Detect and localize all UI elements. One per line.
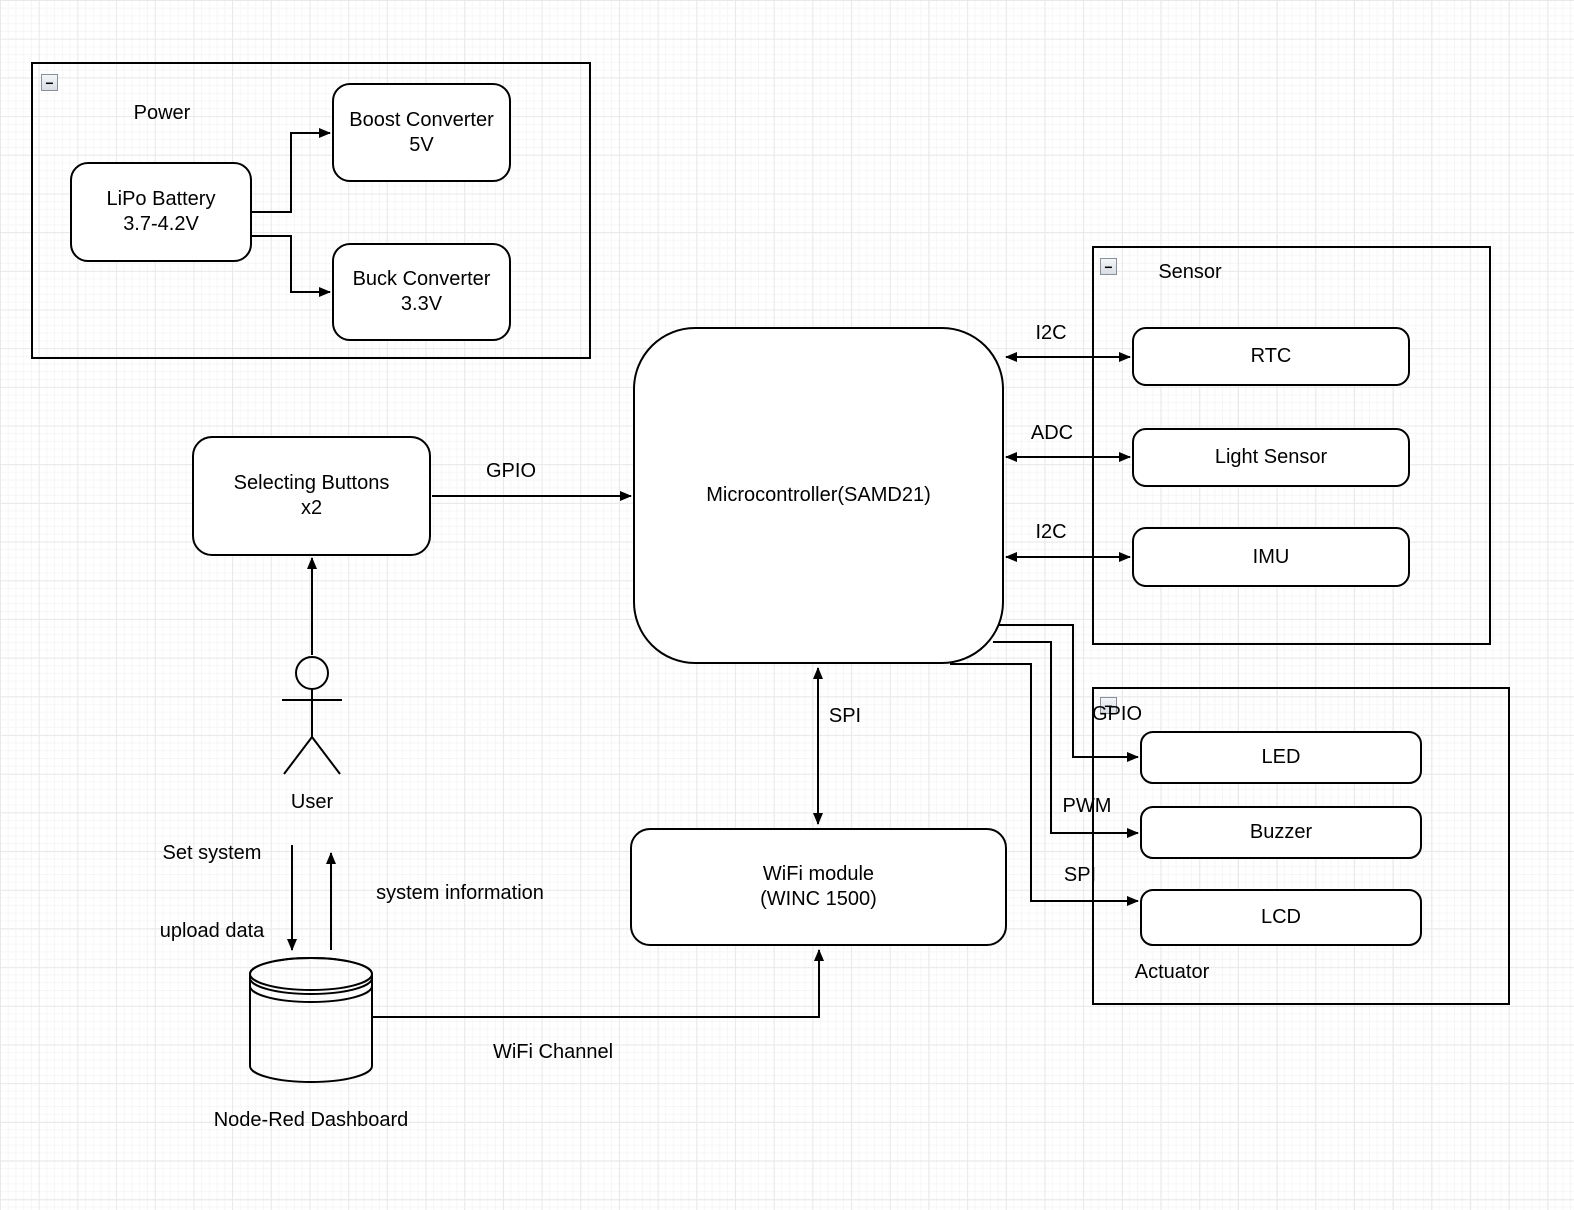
edge-label-pwm-buzzer: PWM [1062,795,1112,817]
node-label: 3.3V [400,293,443,315]
node-lipo-battery[interactable]: LiPo Battery 3.7-4.2V [70,162,252,262]
node-label: WiFi module [762,863,875,885]
node-label: 3.7-4.2V [123,213,199,235]
minus-icon: − [45,74,54,91]
dashboard-label: Node-Red Dashboard [213,1109,409,1131]
node-selecting-buttons[interactable]: Selecting Buttons x2 [192,436,431,556]
node-label: Microcontroller(SAMD21) [706,484,931,506]
node-microcontroller[interactable]: Microcontroller(SAMD21) [633,327,1004,664]
node-led[interactable]: LED [1140,731,1422,784]
node-label: Buck Converter [352,268,491,290]
user-label: User [290,791,334,813]
edge-label-wifi-channel: WiFi Channel [492,1041,614,1063]
edge-label-gpio-led: GPIO [1091,703,1143,725]
group-label-sensor: Sensor [1158,261,1222,283]
node-imu[interactable]: IMU [1132,527,1410,587]
edge-label-spi-wifi: SPI [828,705,862,727]
node-label: x2 [300,497,323,519]
edge-label-system-information: system information [376,882,544,904]
node-label: LiPo Battery [106,188,216,210]
node-label: Buzzer [1249,821,1313,843]
node-rtc[interactable]: RTC [1132,327,1410,386]
node-boost-converter[interactable]: Boost Converter 5V [332,83,511,182]
edge-dashboard-to-wifi-channel[interactable] [372,949,824,1018]
group-sensor[interactable] [1092,246,1491,645]
collapse-button-sensor[interactable]: − [1100,258,1117,275]
node-label: RTC [1250,345,1292,367]
edge-label-set-system: Set system upload data [160,788,265,996]
node-buzzer[interactable]: Buzzer [1140,806,1422,859]
edge-label-gpio-buttons: GPIO [485,460,537,482]
node-lcd[interactable]: LCD [1140,889,1422,946]
user-actor-icon[interactable] [282,656,342,775]
node-label: IMU [1252,545,1290,568]
node-label: Light Sensor [1214,446,1328,468]
node-label: Selecting Buttons [233,472,390,494]
edge-label-line: Set system [162,842,262,864]
node-buck-converter[interactable]: Buck Converter 3.3V [332,243,511,341]
group-label-actuator: Actuator [1134,961,1210,983]
database-cylinder-icon[interactable] [249,957,373,1083]
node-label: 5V [409,133,434,156]
node-light-sensor[interactable]: Light Sensor [1132,428,1410,487]
node-label: (WINC 1500) [760,888,877,910]
edge-label-adc-light: ADC [1030,422,1074,444]
collapse-button-power[interactable]: − [41,74,58,91]
group-label-power: Power [133,102,191,124]
edge-label-spi-lcd: SPI [1063,864,1097,886]
node-label: LED [1261,746,1301,768]
edge-label-line: upload data [159,920,265,942]
node-label: LCD [1260,906,1301,928]
edge-label-i2c-rtc: I2C [1035,322,1067,344]
node-label: Boost Converter [349,108,494,131]
minus-icon: − [1104,258,1113,275]
group-power[interactable] [31,62,591,359]
node-wifi-module[interactable]: WiFi module (WINC 1500) [630,828,1007,946]
edge-label-i2c-imu: I2C [1035,521,1067,543]
